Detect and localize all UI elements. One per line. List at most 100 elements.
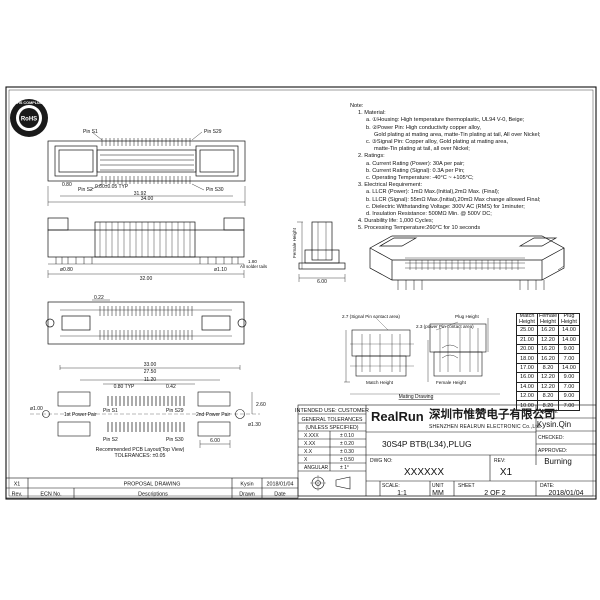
top-dim-left: 0.80 — [62, 182, 72, 188]
note-line: a. LLCR (Power): 1mΩ Max.(Initial),2mΩ M… — [366, 189, 500, 196]
top-dim-width: 34.00 — [141, 196, 154, 202]
tb-tolerance-rows: X.XXX ± 0.10 X.XX ± 0.20 X.X ± 0.30 X ± … — [304, 433, 354, 471]
height-table-header-cell: Match Height — [516, 312, 538, 327]
tb-tol-label: ANGULAR — [304, 465, 329, 471]
bottom-pads — [99, 306, 193, 340]
tb-rev-value: X1 — [500, 467, 513, 478]
pcb-dim-042: 0.42 — [166, 384, 176, 390]
pcb-dim-260: 2.60 — [256, 402, 266, 408]
rev-header-drawn: Drawn — [239, 492, 255, 498]
pcb-label-2nd-power: 2nd Power Pair — [196, 412, 231, 418]
tb-tol-value: ± 0.10 — [340, 433, 354, 439]
tb-general-tol: GENERAL TOLERANCES — [301, 417, 363, 423]
rohs-stamp: RoHS COMPLIANT RoHS — [10, 99, 48, 137]
height-table-cell: 16.20 — [537, 353, 559, 364]
pcb-dim-600: 6.00 — [210, 438, 220, 444]
note-line: 5. Processing Temperature:260°C for 10 s… — [358, 225, 481, 232]
front-view — [47, 217, 245, 278]
rev-row-drawn: Kysin — [240, 482, 253, 488]
rev-row-rev: X1 — [14, 482, 21, 488]
rev-header-ecn: ECN No. — [40, 492, 61, 498]
rev-row-desc: PROPOSAL DRAWING — [124, 482, 181, 488]
height-table-cell: 7.00 — [558, 353, 580, 364]
front-dim-right: ø1.10 — [214, 267, 227, 273]
note-line: b. LLCR (Signal): 55mΩ Max.(Initial),20m… — [366, 196, 541, 203]
side-dim-base: 6.00 — [317, 279, 327, 285]
height-table-cell: 18.00 — [516, 353, 538, 364]
pcb-pin-s30: Pin S30 — [166, 437, 184, 443]
height-table-cell: 9.00 — [558, 343, 580, 355]
height-table-cell: 16.20 — [537, 325, 559, 336]
top-view — [47, 131, 246, 206]
top-dim-pitch: 0.80±0.05 TYP — [95, 184, 129, 190]
height-table-cell: 12.20 — [537, 334, 559, 345]
tb-sheet-value: 2 OF 2 — [484, 490, 506, 497]
note-line: 3. Electrical Requirement: — [358, 182, 423, 189]
side-female-height-label: Female Height — [292, 227, 297, 258]
height-table-cell: 7.00 — [558, 381, 580, 392]
tb-approved-label: APPROVED: — [538, 448, 567, 454]
pcb-dim-080: 0.80 TYP — [114, 384, 135, 390]
top-pin-rows — [100, 138, 194, 184]
mating-plug-height: Plug Height — [455, 314, 479, 319]
mating-power-pin: 2.3 (power Pin contact area) — [416, 324, 474, 329]
side-view — [297, 221, 346, 282]
mating-title: Mating Drawing — [399, 394, 434, 400]
tb-tol-value: ± 0.20 — [340, 441, 354, 447]
tb-dwg-no-value: XXXXXX — [404, 467, 444, 478]
front-solder-label: All solder tails — [240, 264, 268, 269]
pcb-dim-33: 33.00 — [144, 362, 157, 368]
height-table-cell: 14.00 — [516, 381, 538, 392]
tb-drawn-label: DRAWN: — [538, 409, 558, 415]
height-table-cell: 14.00 — [558, 362, 580, 374]
mating-female-height: Female Height — [436, 380, 467, 385]
tb-sheet-label: SHEET — [458, 483, 475, 489]
rev-row-date: 2018/01/04 — [267, 482, 294, 488]
note-line: 2. Ratings: — [358, 153, 385, 160]
pcb-pin-s1: Pin S1 — [103, 408, 118, 414]
note-line: c. ③Signal Pin: Copper alloy, Gold plati… — [366, 139, 509, 146]
pcb-dim-2750: 27.50 — [144, 369, 157, 375]
height-table-cell: 12.20 — [537, 381, 559, 392]
height-table-cell: 8.20 — [537, 390, 559, 402]
note-line: matte-Tin plating at tail, all over Nick… — [374, 146, 470, 153]
tb-date-label: DATE: — [540, 483, 554, 489]
tb-intended-use: INTENDED USE: CUSTOMER — [295, 408, 369, 414]
note-line: Gold plating at mating area, matte-Tin p… — [374, 131, 541, 138]
top-pin-s29-label: Pin S29 — [204, 129, 222, 135]
height-table-cell: 17.00 — [516, 362, 538, 374]
top-dim-inner: 31.92 — [134, 191, 147, 197]
notes-lines: 1. Material:a. ①Housing: High temperatur… — [350, 110, 595, 232]
height-table-cell: 9.00 — [558, 390, 580, 402]
pcb-pin-s29: Pin S29 — [166, 408, 184, 414]
height-table-cell: 21.00 — [516, 334, 538, 345]
note-line: b. Current Rating (Signal): 0.3A per Pin… — [366, 167, 465, 174]
pcb-pads — [107, 396, 185, 432]
title-block-lines — [297, 404, 597, 497]
tb-tol-label: X.XXX — [304, 433, 319, 439]
tb-tol-value: ± 0.30 — [340, 449, 354, 455]
note-line: 4. Durability life: 1,000 Cycles; — [358, 218, 434, 225]
tb-approved-value: Burning — [544, 457, 572, 466]
tb-dwg-no-label: DWG NO: — [370, 458, 393, 464]
bottom-dim-offset: 0.22 — [94, 295, 104, 301]
rev-header-desc: Descriptions — [138, 492, 168, 498]
top-pin-s2-label: Pin S2 — [78, 187, 93, 193]
tb-company-full: SHENZHEN REALRUN ELECTRONIC Co.,Ltd. — [429, 424, 542, 430]
tb-part-title: 30S4P BTB(L34),PLUG — [382, 439, 472, 449]
stamp-top-text: RoHS COMPLIANT — [12, 101, 47, 105]
pcb-dim-100: ø1.00 — [30, 406, 43, 412]
tb-unit-label: UNIT — [432, 483, 444, 489]
height-table-cell: 10.00 — [516, 400, 538, 411]
revision-table-lines — [5, 477, 299, 499]
pcb-layout — [30, 365, 260, 448]
